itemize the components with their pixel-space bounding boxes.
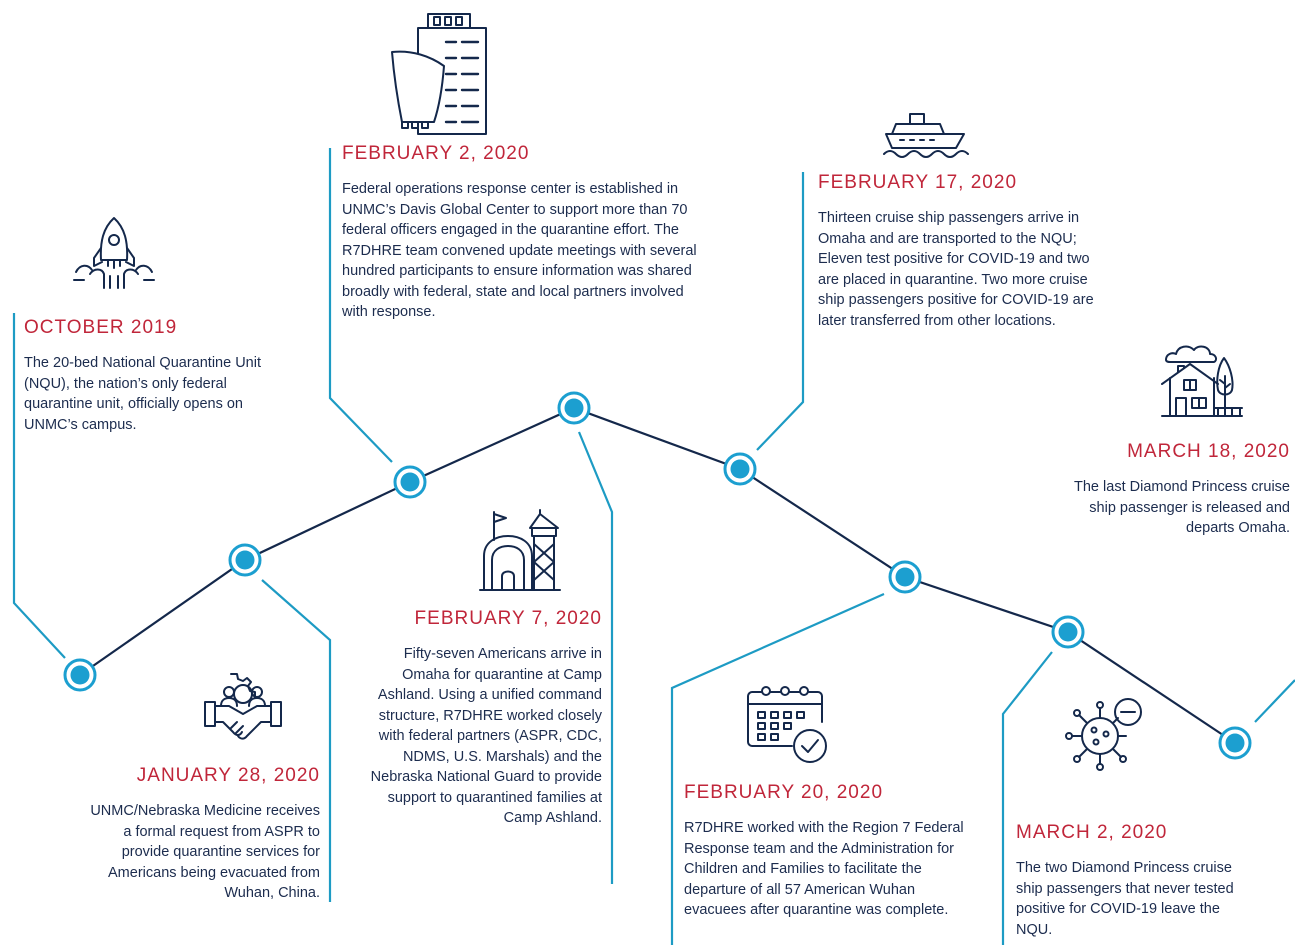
event-date: OCTOBER 2019 [24, 317, 178, 338]
event-description: Thirteen cruise ship passengers arrive i… [818, 210, 1094, 329]
partnership-handshake-icon [204, 673, 282, 740]
event-date: MARCH 18, 2020 [1127, 441, 1290, 462]
event-mar-18-2020: MARCH 18, 2020 The last Diamond Princess… [1052, 441, 1290, 539]
timeline-node [63, 658, 97, 692]
house-icon [1161, 345, 1243, 417]
military-camp-icon [479, 509, 561, 591]
connector-right-edge [1254, 679, 1295, 723]
event-jan-28-2020: JANUARY 28, 2020 UNMC/Nebraska Medicine … [86, 765, 320, 904]
event-feb-7-2020: FEBRUARY 7, 2020 Fifty-seven Americans a… [370, 608, 602, 829]
connector-mar-2-2020 [1001, 651, 1053, 945]
event-date: FEBRUARY 20, 2020 [684, 782, 884, 803]
event-mar-2-2020: MARCH 2, 2020 The two Diamond Princess c… [1016, 822, 1246, 940]
event-date: FEBRUARY 2, 2020 [342, 143, 530, 164]
event-description: The two Diamond Princess cruise ship pas… [1016, 860, 1234, 938]
timeline-node [1051, 615, 1085, 649]
event-oct-2019: OCTOBER 2019 The 20-bed National Quarant… [24, 317, 284, 435]
timeline-node [557, 391, 591, 425]
event-description: Fifty-seven Americans arrive in Omaha fo… [370, 646, 602, 826]
event-description: UNMC/Nebraska Medicine receives a formal… [90, 803, 320, 901]
connector-feb-20-2020 [670, 592, 885, 945]
timeline-node [228, 543, 262, 577]
rocket-launch-icon [73, 217, 155, 289]
event-description: The last Diamond Princess cruise ship pa… [1074, 479, 1290, 536]
timeline-node [1218, 726, 1252, 760]
calendar-check-icon [747, 686, 827, 763]
connector-feb-7-2020 [577, 431, 614, 884]
event-description: Federal operations response center is es… [342, 181, 697, 320]
timeline-node [888, 560, 922, 594]
timeline-node [393, 465, 427, 499]
connector-oct-2019 [12, 313, 66, 659]
connector-feb-17-2020 [756, 172, 805, 451]
cruise-ship-icon [883, 113, 969, 158]
connector-lines [12, 148, 1295, 945]
event-date: FEBRUARY 7, 2020 [414, 608, 602, 629]
event-description: The 20-bed National Quarantine Unit (NQU… [24, 355, 261, 433]
event-description: R7DHRE worked with the Region 7 Federal … [684, 820, 964, 918]
timeline-node [723, 452, 757, 486]
event-date: JANUARY 28, 2020 [136, 765, 320, 786]
event-date: MARCH 2, 2020 [1016, 822, 1168, 843]
virus-minus-icon [1065, 698, 1142, 771]
connector-jan-28-2020 [261, 579, 332, 902]
timeline-main-line [79, 406, 1236, 744]
timeline-nodes [63, 391, 1252, 760]
building-icon [391, 13, 487, 135]
event-date: FEBRUARY 17, 2020 [818, 172, 1018, 193]
connector-feb-2-2020 [328, 148, 393, 463]
event-feb-2-2020: FEBRUARY 2, 2020 Federal operations resp… [342, 143, 712, 323]
event-feb-17-2020: FEBRUARY 17, 2020 Thirteen cruise ship p… [818, 172, 1118, 331]
event-feb-20-2020: FEBRUARY 20, 2020 R7DHRE worked with the… [684, 782, 974, 921]
